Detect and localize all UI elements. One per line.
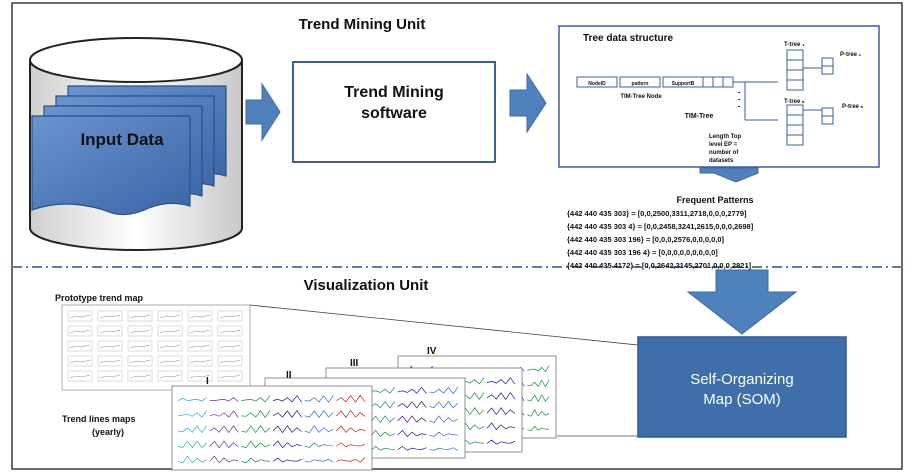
frequent-pattern-3: {442 440 435 303 196} = [0,0,0,2576,0,0,… [567, 235, 725, 244]
input-data-label: Input Data [80, 130, 164, 149]
p-tree-n [821, 107, 834, 125]
tree-title: Tree data structure [583, 33, 673, 44]
roman-II: II [286, 370, 292, 381]
roman-III: III [350, 358, 359, 369]
prototype-cell [187, 340, 213, 352]
tim-tree-node [576, 76, 734, 88]
roman-IV: IV [427, 346, 437, 357]
node-field-pattern: pattern [632, 81, 649, 87]
prototype-cell [187, 325, 213, 337]
p-tree-1 [821, 57, 834, 75]
tree-structure-panel [558, 25, 880, 168]
frequent-pattern-1: {442 440 435 303} = [0,0,2500,3311,2718,… [567, 209, 747, 218]
t-tree-n [786, 104, 804, 146]
prototype-cell [187, 355, 213, 367]
node-field-id: NodeID [588, 81, 606, 87]
t-tree-1 [786, 49, 804, 91]
frequent-pattern-2: {442 440 435 303 4} = [0,0,2458,3241,261… [567, 222, 754, 231]
trend-lines-label-line1: Trend lines maps [62, 414, 136, 424]
node-caption: TIM-Tree Node [620, 94, 662, 100]
prototype-cell [97, 340, 123, 352]
som-label-line2: Map (SOM) [703, 391, 781, 408]
prototype-map-label: Prototype trend map [55, 293, 144, 303]
frequent-pattern-5: {442 440 435 4172} = [0,0,2642,3145,2701… [567, 261, 752, 270]
prototype-cell [127, 325, 153, 337]
p-tree-1-label: P-tree ₁ [840, 52, 862, 58]
length-note-line4: datasets [709, 158, 734, 164]
tim-tree-label: TIM-Tree [685, 113, 714, 120]
p-tree-n-label: P-tree ₙ [842, 104, 864, 110]
trend-lines-map [171, 385, 373, 471]
prototype-cell [217, 355, 243, 367]
prototype-cell [157, 355, 183, 367]
prototype-cell [127, 355, 153, 367]
prototype-cell [127, 310, 153, 322]
length-note-line2: level EP = [709, 142, 738, 148]
prototype-cell [97, 370, 123, 382]
trend-mining-software-box [292, 61, 496, 163]
prototype-cell [97, 325, 123, 337]
prototype-cell [187, 370, 213, 382]
prototype-cell [157, 370, 183, 382]
node-field-support: SupportB [672, 81, 695, 87]
trend-lines-label-line2: (yearly) [92, 427, 124, 437]
prototype-cell [67, 370, 93, 382]
prototype-cell [127, 370, 153, 382]
prototype-cell [127, 340, 153, 352]
som-box [637, 336, 847, 438]
frequent-patterns-title: Frequent Patterns [676, 195, 753, 205]
arrow-input-to-software [245, 82, 281, 142]
prototype-cell [97, 310, 123, 322]
tree-connectors [733, 50, 822, 121]
prototype-cell [97, 355, 123, 367]
prototype-cell [67, 355, 93, 367]
ellipsis-dots [738, 92, 740, 107]
prototype-cell [157, 340, 183, 352]
frequent-pattern-4: {442 440 435 303 196 4} = [0,0,0,0,0,0,0… [567, 248, 718, 257]
prototype-cell [217, 310, 243, 322]
prototype-cell [67, 325, 93, 337]
outer-frame [11, 2, 903, 470]
prototype-cell [187, 310, 213, 322]
prototype-cell [157, 325, 183, 337]
prototype-cell [157, 310, 183, 322]
software-label-line1: Trend Mining [344, 84, 444, 101]
arrow-patterns-to-som [686, 269, 798, 335]
prototype-cell [67, 310, 93, 322]
prototype-to-som-line [249, 304, 639, 346]
som-label-line1: Self-Organizing [690, 371, 793, 388]
vis-unit-title: Visualization Unit [304, 277, 429, 294]
trend-lines-map-stack [171, 355, 557, 471]
software-label-line2: software [361, 105, 427, 122]
input-data-sheets [31, 85, 227, 216]
arrow-software-to-tree [509, 72, 547, 134]
prototype-cell [217, 340, 243, 352]
prototype-trend-map [61, 304, 251, 391]
prototype-cell [217, 370, 243, 382]
trend-unit-title: Trend Mining Unit [299, 16, 426, 33]
prototype-cell [217, 325, 243, 337]
roman-I: I [206, 376, 209, 387]
t-tree-n-label: T-tree ₙ [784, 99, 805, 105]
prototype-cell [67, 340, 93, 352]
length-note-line3: number of [709, 150, 739, 156]
length-note-line1: Length Top [709, 134, 742, 140]
t-tree-1-label: T-tree ₁ [784, 42, 805, 48]
arrow-tree-to-patterns [699, 167, 759, 183]
prototype-map-cells [67, 310, 243, 382]
